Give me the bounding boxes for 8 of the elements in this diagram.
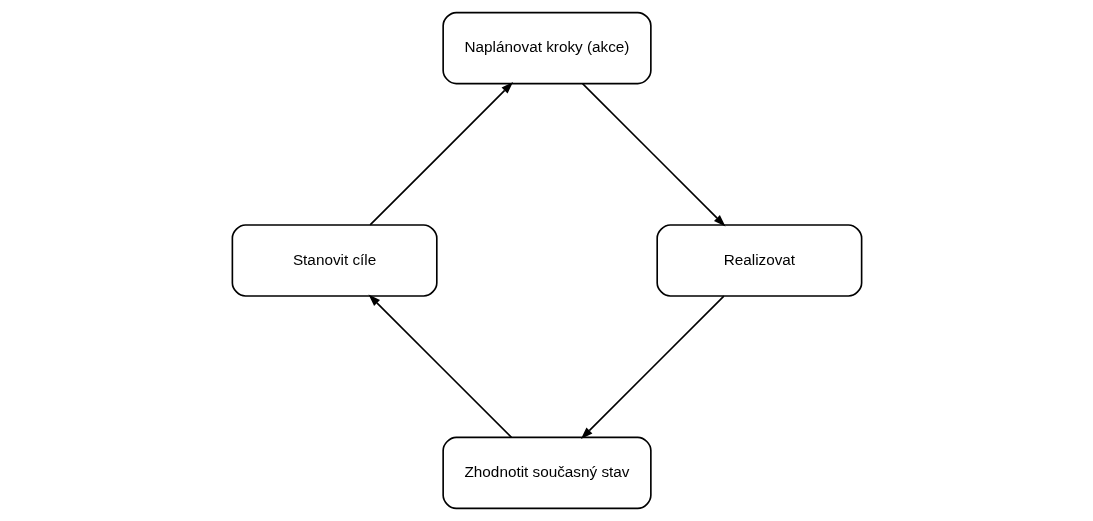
arrow — [368, 82, 513, 226]
arrow — [580, 295, 725, 439]
arrow — [581, 82, 725, 227]
node-box: Realizovat — [655, 224, 862, 297]
node-box: Zhodnotit současný stav — [441, 436, 652, 510]
node-box: Stanovit cíle — [231, 224, 438, 297]
node-box: Naplánovat kroky (akce) — [441, 11, 652, 85]
arrow — [368, 294, 512, 439]
